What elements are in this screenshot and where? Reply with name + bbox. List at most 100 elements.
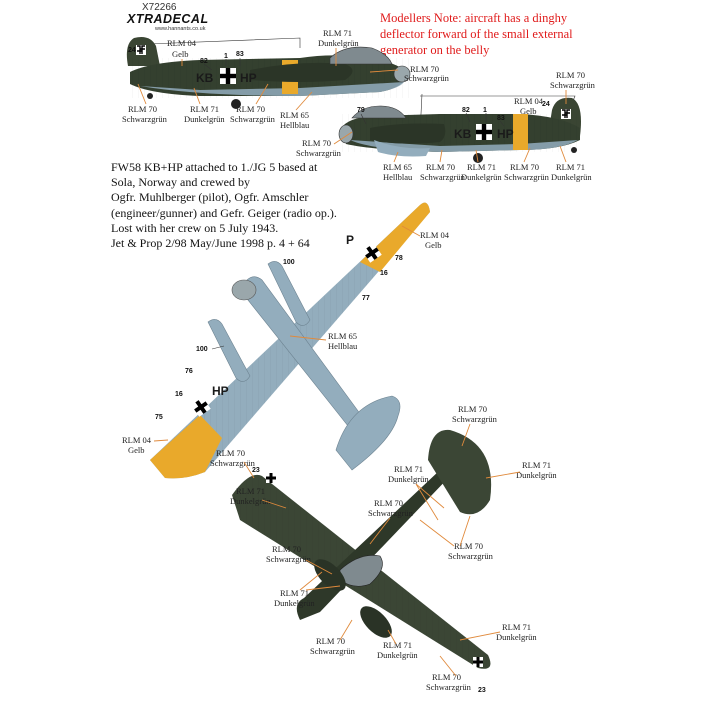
fuselage-code-right: HP [497,127,514,141]
note-line: Modellers Note: aircraft has a dinghy [380,11,568,25]
left-side-profile: KB HP 24 RLM 04 Gelb 82 1 83 RLM 71 Dunk… [122,28,450,130]
stencil-number: 75 [155,414,163,421]
paint-label: RLM 71 [190,104,219,114]
paint-label: Dunkelgrün [274,598,315,608]
paint-label: RLM 70 [216,448,245,458]
stencil-number: 24 [542,101,550,108]
paint-label: Dunkelgrün [496,632,537,642]
paint-label: RLM 71 [522,460,551,470]
underwing-cross [362,243,382,263]
description-line: Ogfr. Muhlberger (pilot), Ogfr. Amschler [111,190,309,205]
paint-label: Schwarzgrün [210,458,256,468]
belly-generator [374,140,430,157]
paint-label: RLM 70 [374,498,403,508]
underwing-code: HP [212,384,229,398]
paint-label: Schwarzgrün [426,682,472,692]
description-line: Sola, Norway and crewed by [111,175,250,190]
paint-label: RLM 71 [236,486,265,496]
underside-view: P HP 100 100 76 16 75 78 16 77 RLM 04 Ge… [122,202,450,479]
paint-label: RLM 04 [122,435,152,445]
paint-label: Hellblau [280,120,310,130]
paint-label: Schwarzgrün [230,114,276,124]
paint-label: RLM 04 [167,38,197,48]
stencil-number: 23 [478,687,486,694]
description-line: (engineer/gunner) and Gefr. Geiger (radi… [111,205,337,220]
engine-nacelle [370,123,446,144]
paint-label: RLM 71 [394,464,423,474]
paint-label: Schwarzgrün [122,114,168,124]
note-line: deflector forward of the small external [380,27,573,41]
modellers-note: Modellers Note: aircraft has a dinghy de… [380,10,605,58]
paint-label: RLM 71 [467,162,496,172]
note-line: generator on the belly [380,43,490,57]
stencil-number: 82 [462,107,470,114]
yellow-wingtip [150,415,222,479]
description-line: Lost with her crew on 5 July 1943. [111,220,279,235]
paint-label: Hellblau [328,341,358,351]
canopy [329,46,393,65]
paint-label: Schwarzgrün [266,554,312,564]
paint-label: RLM 70 [556,70,585,80]
paint-label: RLM 65 [280,110,309,120]
paint-label: RLM 71 [502,622,531,632]
upperwing-cross [473,657,483,667]
paint-label: Dunkelgrün [461,172,502,182]
stencil-number: 83 [236,51,244,58]
paint-label: RLM 70 [454,541,483,551]
underwing-code: P [346,233,354,247]
paint-label: Schwarzgrün [448,551,494,561]
upperwing-cross [266,473,276,483]
stencil-number: 79 [357,107,365,114]
stencil-number: 83 [497,115,505,122]
brand-website: www.hannants.co.uk [155,26,206,32]
brand-name: XTRADECAL [127,12,209,26]
paint-label: RLM 70 [128,104,157,114]
paint-label: Dunkelgrün [388,474,429,484]
tail-swastika [136,45,146,55]
balkenkreuz [476,124,492,140]
stencil-number: 23 [252,467,260,474]
stencil-number: 16 [175,391,183,398]
paint-label: RLM 71 [556,162,585,172]
stencil-number: 1 [224,53,228,60]
stencil-number: 24 [128,47,136,54]
tail-swastika [561,109,571,119]
paint-label: RLM 65 [328,331,357,341]
underside-tailplane [335,395,401,471]
upper-surface-view: 23 23 RLM 70 Schwarzgrün RLM 71 Dunkelgr… [210,404,557,694]
paint-label: Dunkelgrün [377,650,418,660]
paint-label: Gelb [172,49,189,59]
paint-label: RLM 04 [514,96,544,106]
paint-label: Gelb [520,106,537,116]
stencil-number: 78 [395,255,403,262]
description-line: Jet & Prop 2/98 May/June 1998 p. 4 + 64 [111,236,310,251]
paint-label: RLM 70 [426,162,455,172]
paint-label: RLM 70 [510,162,539,172]
paint-label: Gelb [128,445,145,455]
paint-label: RLM 65 [383,162,412,172]
stencil-number: 1 [483,107,487,114]
paint-label: Dunkelgrün [318,38,359,48]
description-line: FW58 KB+HP attached to 1./JG 5 based at [111,160,318,174]
paint-label: Schwarzgrün [310,646,356,656]
paint-label: Schwarzgrün [368,508,414,518]
stencil-number: 16 [380,270,388,277]
paint-label: RLM 70 [236,104,265,114]
paint-label: Gelb [425,240,442,250]
paint-label: Dunkelgrün [184,114,225,124]
paint-label: RLM 70 [458,404,487,414]
paint-label: Dunkelgrün [516,470,557,480]
paint-label: RLM 70 [410,64,439,74]
paint-label: RLM 04 [420,230,450,240]
stencil-number: 100 [283,259,295,266]
paint-label: Schwarzgrün [420,172,466,182]
paint-label: RLM 70 [432,672,461,682]
upper-tailplane [428,429,492,515]
canopy [351,105,407,119]
paint-label: Hellblau [383,172,413,182]
underwing-cross [191,397,211,417]
engine-nacelle [250,62,353,82]
paint-label: RLM 71 [323,28,352,38]
paint-label: Schwarzgrün [452,414,498,424]
stencil-number: 76 [185,368,193,375]
